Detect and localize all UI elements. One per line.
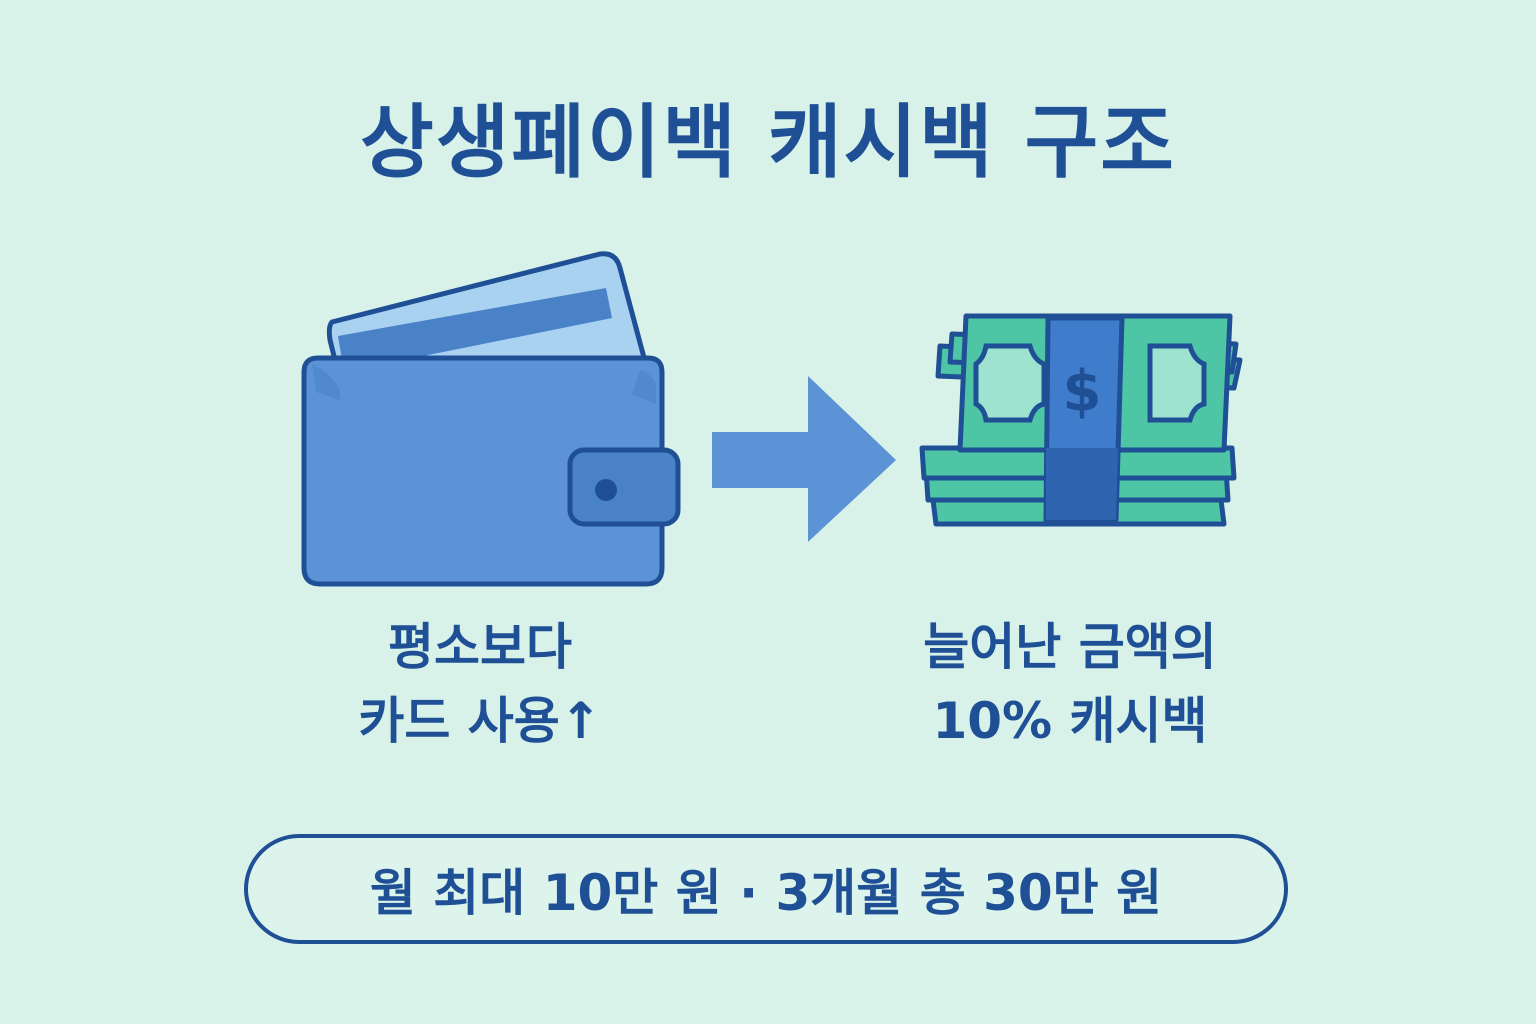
wallet-with-card-icon [301,251,681,587]
usage-caption-line2: 카드 사용↑ [358,692,602,750]
right-arrow-icon [712,376,896,542]
usage-caption-line1: 평소보다 [388,618,572,676]
cashback-caption: 늘어난 금액의 10% 캐시백 [860,610,1280,758]
usage-caption: 평소보다 카드 사용↑ [300,610,660,758]
cashback-caption-line1: 늘어난 금액의 [923,618,1217,676]
dollar-sign-icon: $ [1063,359,1102,424]
limit-summary-badge: 월 최대 10만 원 · 3개월 총 30만 원 [244,834,1288,944]
page-title: 상생페이백 캐시백 구조 [360,96,1176,189]
limit-summary-text: 월 최대 10만 원 · 3개월 총 30만 원 [369,864,1163,922]
cash-stack-icon: $ [919,313,1243,527]
cashback-caption-line2: 10% 캐시백 [932,692,1208,750]
